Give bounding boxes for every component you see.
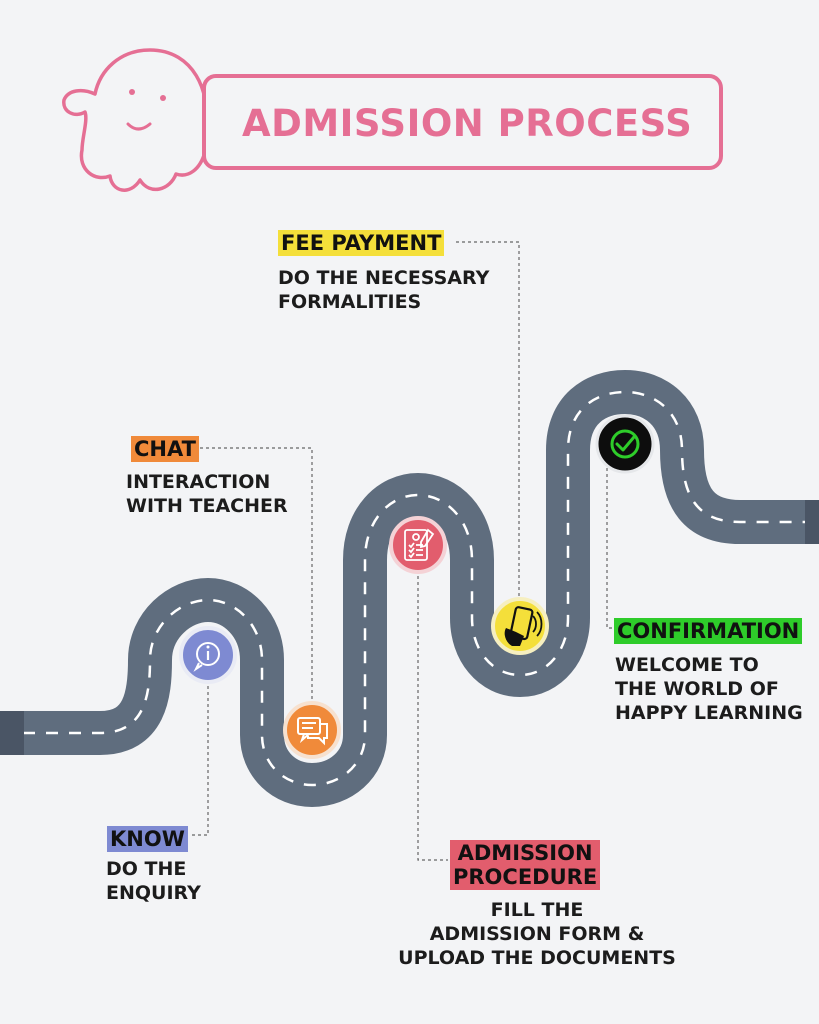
- admission-label-line-1: ADMISSION: [457, 841, 593, 865]
- know-desc-line-1: DO THE: [106, 858, 187, 880]
- admission-procedure-description: FILL THE ADMISSION FORM & UPLOAD THE DOC…: [385, 898, 689, 970]
- form-icon: [404, 528, 435, 561]
- admission-procedure-label: ADMISSION PROCEDURE: [450, 840, 601, 890]
- step-marker-fee: [491, 597, 549, 655]
- know-desc-line-2: ENQUIRY: [106, 882, 201, 904]
- know-description: DO THE ENQUIRY: [106, 857, 201, 905]
- phone-payment-icon: [504, 606, 543, 646]
- road-start-cap: [0, 711, 24, 755]
- title-banner: [202, 74, 723, 170]
- chat-icon: [297, 717, 328, 746]
- road: [0, 370, 819, 807]
- admission-desc-line-1: FILL THE: [490, 899, 584, 921]
- check-icon: [610, 429, 640, 459]
- fee-payment-description: DO THE NECESSARY FORMALITIES: [278, 266, 489, 314]
- road-end-cap: [805, 500, 819, 544]
- info-icon: [193, 642, 220, 672]
- mascot-eye-right: [160, 95, 166, 101]
- page-title: ADMISSION PROCESS: [242, 102, 693, 145]
- admission-desc-line-3: UPLOAD THE DOCUMENTS: [398, 947, 676, 969]
- chat-label: CHAT: [131, 436, 199, 462]
- admission-label-line-2: PROCEDURE: [453, 865, 598, 889]
- chat-desc-line-2: WITH TEACHER: [126, 495, 288, 517]
- fee-payment-label: FEE PAYMENT: [278, 230, 445, 256]
- confirmation-description: WELCOME TO THE WORLD OF HAPPY LEARNING: [615, 653, 803, 725]
- step-marker-chat: [283, 701, 341, 759]
- mascot-smile: [126, 122, 152, 131]
- confirmation-desc-line-2: THE WORLD OF: [615, 678, 779, 700]
- fee-desc-line-2: FORMALITIES: [278, 291, 422, 313]
- connector-lines: [182, 241, 615, 861]
- confirmation-desc-line-1: WELCOME TO: [615, 654, 759, 676]
- admission-desc-line-2: ADMISSION FORM &: [429, 923, 645, 945]
- know-label: KNOW: [107, 826, 188, 852]
- chat-description: INTERACTION WITH TEACHER: [126, 470, 288, 518]
- confirmation-label: CONFIRMATION: [614, 618, 803, 644]
- mascot-eye-left: [129, 89, 135, 95]
- confirmation-desc-line-3: HAPPY LEARNING: [615, 702, 803, 724]
- mascot-icon: [62, 48, 219, 192]
- step-marker-confirmation: [595, 414, 655, 474]
- step-marker-admission: [389, 516, 447, 574]
- chat-desc-line-1: INTERACTION: [126, 471, 271, 493]
- fee-desc-line-1: DO THE NECESSARY: [278, 267, 490, 289]
- step-marker-know: [179, 626, 237, 684]
